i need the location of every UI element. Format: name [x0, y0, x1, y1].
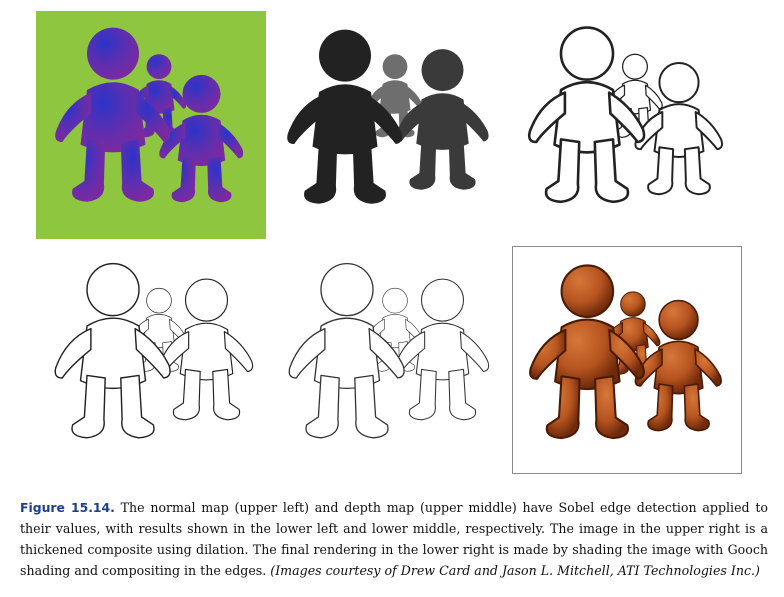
caption-text: The normal map (upper left) and depth ma…	[20, 500, 768, 578]
sobel-normal-edges-figures	[54, 262, 254, 439]
normal-map-figures	[55, 27, 244, 203]
depth-map-figures	[287, 29, 489, 204]
sobel-depth-edges-figures	[288, 262, 490, 439]
normal-map-image	[36, 11, 266, 239]
gooch-final-rendering-image	[512, 246, 742, 474]
figure-caption: Figure 15.14. The normal map (upper left…	[20, 497, 768, 581]
dilated-edges-image	[512, 11, 742, 239]
dilated-edges-figures	[527, 26, 724, 204]
image-credit: (Images courtesy of Drew Card and Jason …	[270, 563, 760, 578]
sobel-normal-edges-image	[36, 255, 266, 483]
figure-label: Figure 15.14.	[20, 500, 115, 515]
gooch-final-figures	[529, 264, 722, 440]
depth-map-image	[272, 11, 502, 239]
sobel-depth-edges-image	[272, 255, 502, 483]
